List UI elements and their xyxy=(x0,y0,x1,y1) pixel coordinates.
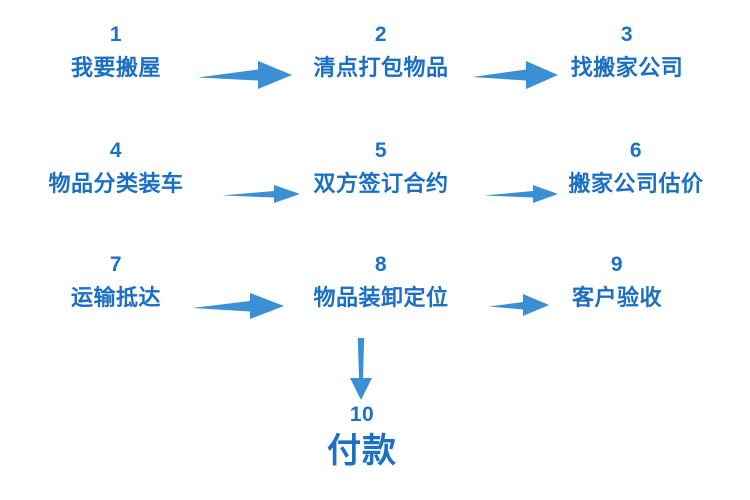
step-3-label: 找搬家公司 xyxy=(570,55,684,80)
step-2-number: 2 xyxy=(374,23,388,46)
step-8-number: 8 xyxy=(374,253,388,276)
step-9-label: 客户验收 xyxy=(571,285,663,310)
step-3-number: 3 xyxy=(620,23,634,46)
arrow-7-to-8 xyxy=(192,292,284,320)
step-10-number: 10 xyxy=(349,403,375,426)
arrow-4-to-5 xyxy=(222,183,300,205)
step-1-number: 1 xyxy=(109,23,123,46)
step-3[interactable]: 3 找搬家公司 xyxy=(571,24,684,79)
step-4-label: 物品分类装车 xyxy=(48,171,184,196)
step-10-label: 付款 xyxy=(327,432,397,470)
arrow-8-to-10 xyxy=(346,338,376,400)
step-6-label: 搬家公司估价 xyxy=(568,171,704,196)
arrow-2-to-3 xyxy=(472,60,558,90)
step-2-label: 清点打包物品 xyxy=(313,55,449,80)
step-4[interactable]: 4 物品分类装车 xyxy=(48,140,183,195)
step-5-label: 双方签订合约 xyxy=(313,171,449,196)
step-9-number: 9 xyxy=(610,253,624,276)
step-8-label: 物品装卸定位 xyxy=(313,285,449,310)
step-6[interactable]: 6 搬家公司估价 xyxy=(568,140,703,195)
step-7-label: 运输抵达 xyxy=(70,285,162,310)
arrow-8-to-9 xyxy=(489,292,549,318)
step-8[interactable]: 8 物品装卸定位 xyxy=(313,254,448,309)
step-6-number: 6 xyxy=(629,139,643,162)
arrow-1-to-2 xyxy=(198,60,292,90)
step-5-number: 5 xyxy=(374,139,388,162)
step-5[interactable]: 5 双方签订合约 xyxy=(313,140,448,195)
step-9[interactable]: 9 客户验收 xyxy=(572,254,662,309)
step-2[interactable]: 2 清点打包物品 xyxy=(313,24,448,79)
step-7[interactable]: 7 运输抵达 xyxy=(71,254,161,309)
step-4-number: 4 xyxy=(109,139,123,162)
step-1[interactable]: 1 我要搬屋 xyxy=(71,24,161,79)
arrow-5-to-6 xyxy=(484,183,558,205)
step-7-number: 7 xyxy=(109,253,123,276)
step-10[interactable]: 10 付款 xyxy=(327,404,397,470)
step-1-label: 我要搬屋 xyxy=(70,55,162,80)
